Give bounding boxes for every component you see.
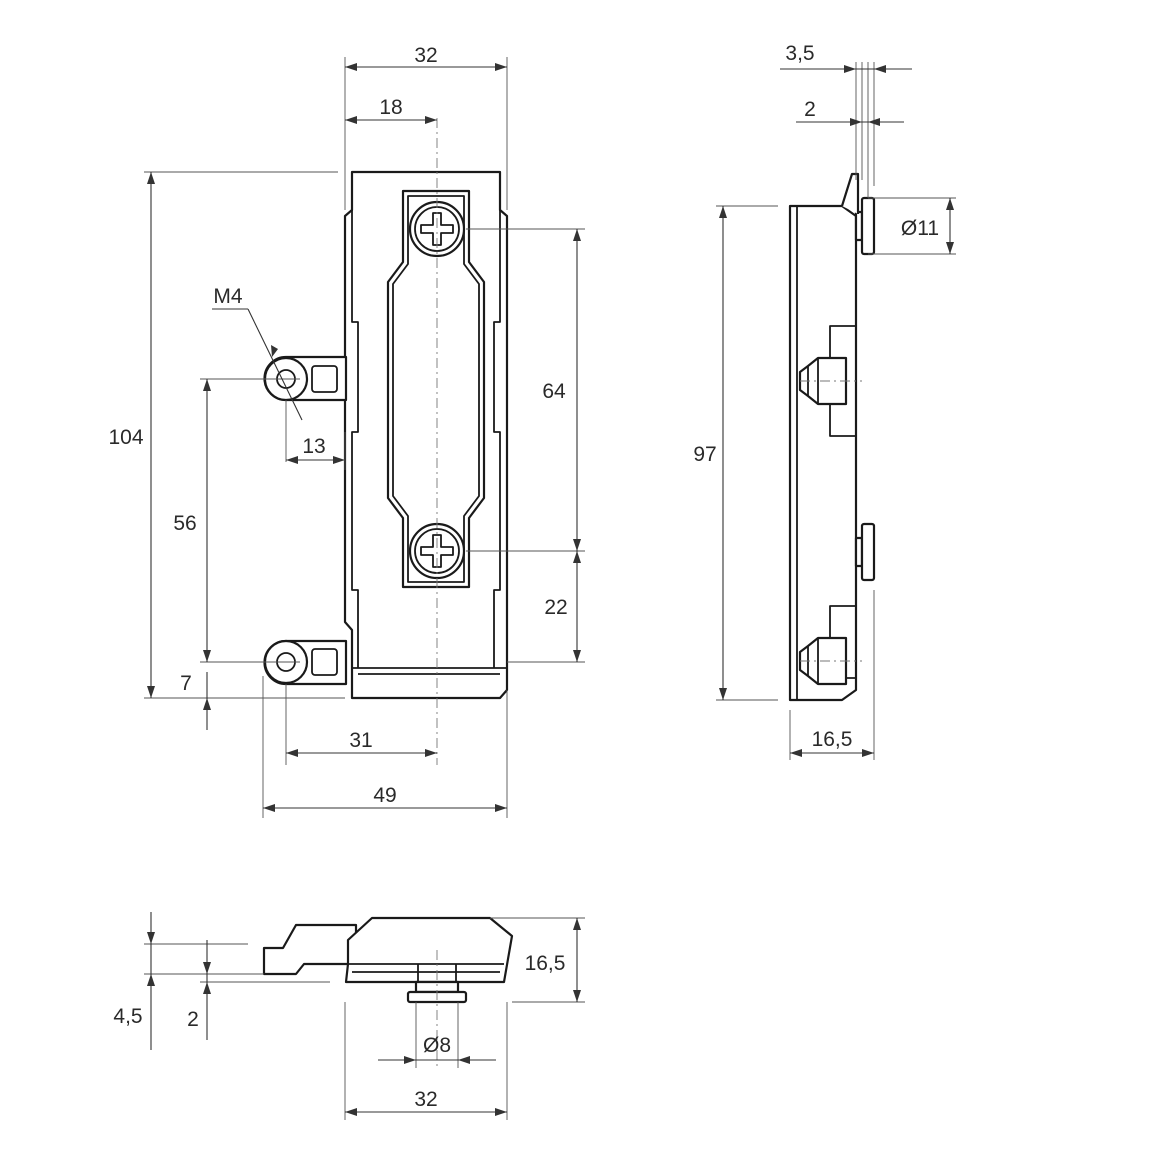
dim-side-lip: 3,5 [780,42,912,73]
label-eye-spacing: 56 [173,512,196,535]
label-thread: M4 [213,285,242,308]
lower-knob-icon [854,522,876,582]
bottom-eyelet-arm [262,923,358,976]
dim-front-width: 32 [345,44,507,71]
label-pin-diameter: Ø8 [423,1034,451,1057]
bottom-eyelet [263,639,348,686]
label-bottom-left-a: 4,5 [113,1005,142,1028]
label-front-height: 104 [108,426,143,449]
top-eyelet [263,355,348,402]
label-overall-width: 49 [373,784,396,807]
label-eye-offset: 13 [302,435,325,458]
front-right-rail [493,210,501,668]
dim-pin-diameter: Ø8 [378,1034,496,1064]
front-left-rail [351,210,359,668]
label-front-width: 32 [414,44,437,67]
label-bottom-width: 32 [414,1088,437,1111]
label-screw-to-bottom: 22 [544,596,567,619]
label-bottom-height: 16,5 [525,952,566,975]
label-knob-diameter: Ø11 [901,217,939,240]
dim-screw-to-bottom: 22 [544,551,581,662]
side-housing [788,204,858,702]
label-eye-to-axis: 31 [349,729,372,752]
dim-front-half-width: 18 [345,96,437,124]
side-view [788,172,876,702]
dim-eye-to-axis: 31 [286,729,437,757]
label-screw-spacing: 64 [542,380,566,403]
dim-side-step: 2 [796,98,904,126]
label-side-depth: 16,5 [812,728,853,751]
dim-knob-diameter: Ø11 [901,198,954,254]
dim-eye-spacing: 56 [173,379,211,662]
dim-front-height: 104 [108,172,155,698]
front-view [263,170,509,700]
label-side-step: 2 [804,98,816,121]
dim-screw-spacing: 64 [542,229,581,551]
top-screw-icon [408,200,466,258]
dim-thread: M4 [212,285,303,421]
bottom-view [262,916,514,1004]
label-side-height: 97 [693,443,716,466]
dim-bottom-left-a: 4,5 [113,912,155,1050]
dim-eye-to-bottom: 7 [180,672,211,730]
dim-bottom-width: 32 [345,1088,507,1116]
dim-bottom-left-b: 2 [187,940,211,1040]
label-eye-to-bottom: 7 [180,672,192,695]
dim-bottom-height: 16,5 [525,918,581,1002]
dim-side-height: 97 [693,206,727,700]
dim-overall-width: 49 [263,784,507,812]
dim-side-depth: 16,5 [790,728,874,757]
label-bottom-left-b: 2 [187,1008,199,1031]
label-front-half-width: 18 [379,96,402,119]
dim-eye-offset: 13 [286,432,346,470]
label-side-lip: 3,5 [785,42,814,65]
bottom-housing [344,916,514,984]
front-plate [386,189,486,589]
